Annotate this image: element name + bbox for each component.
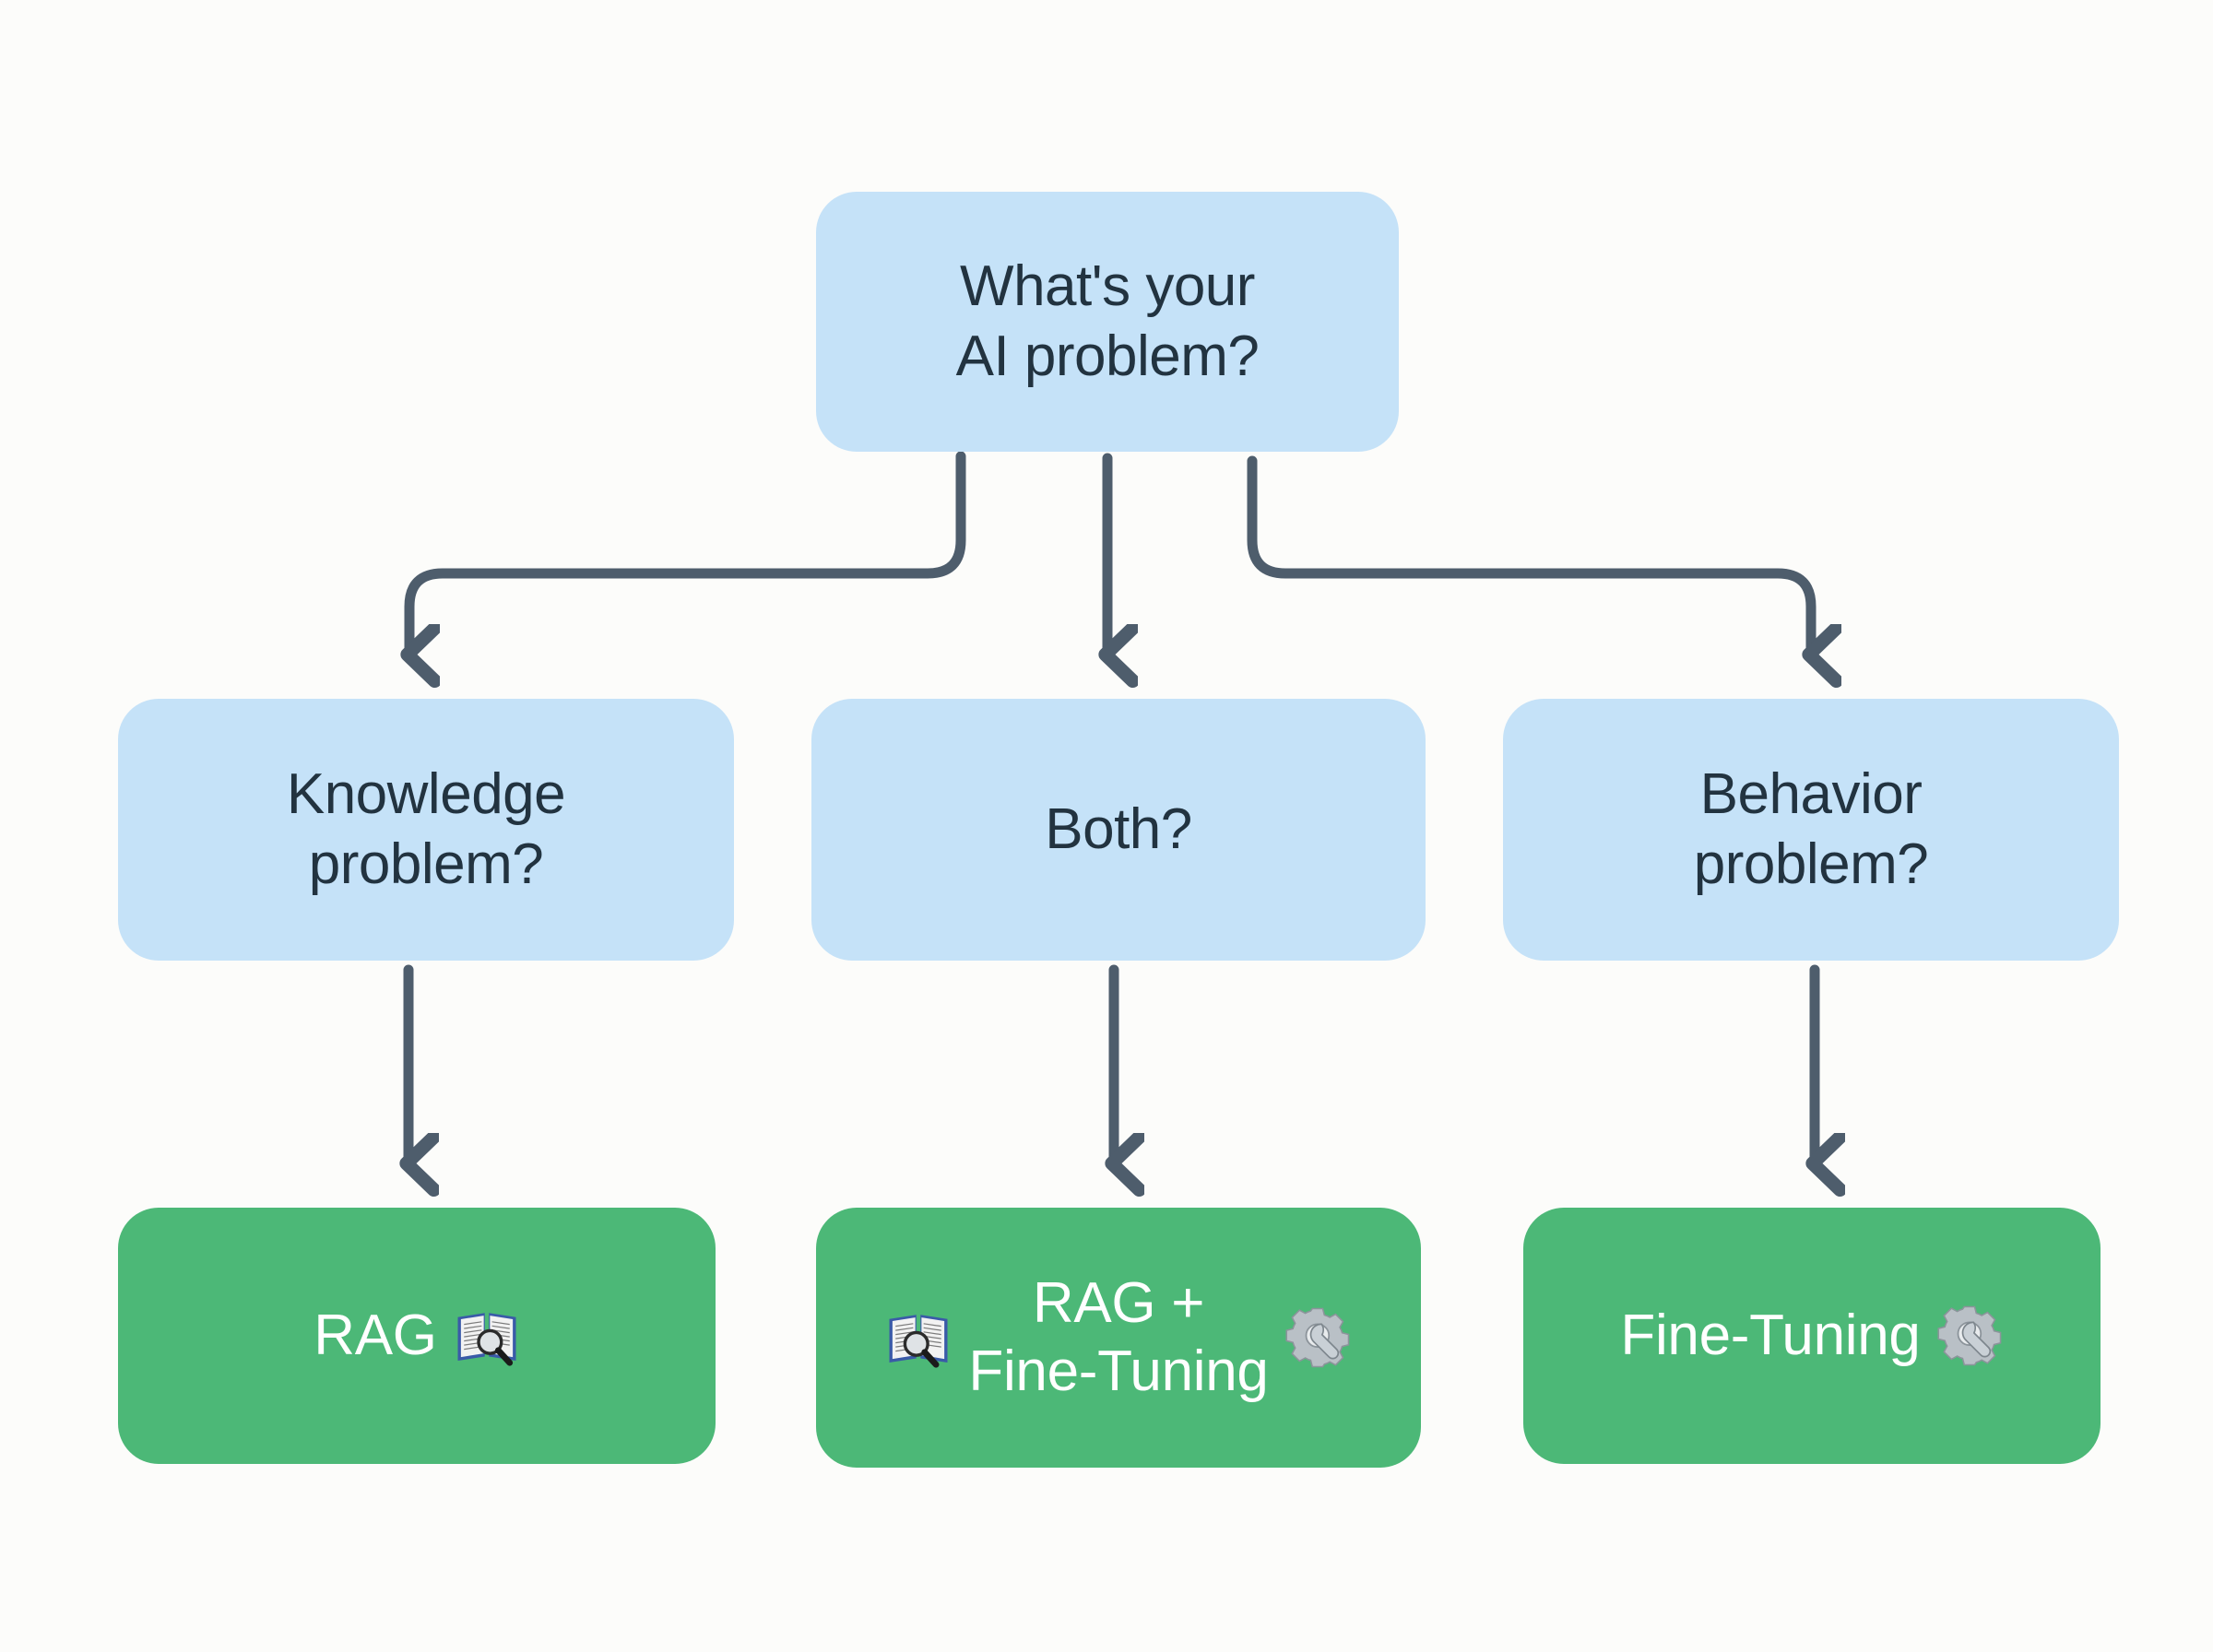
node-knowledge-label: Knowledge problem? (286, 762, 566, 896)
edge-root-to-knowledge (409, 451, 966, 655)
node-behavior-label: Behavior problem? (1693, 762, 1929, 896)
node-result-rag-finetuning[interactable]: RAG + Fine-Tuning (816, 1208, 1421, 1468)
node-root-label: What's your AI problem? (955, 254, 1260, 388)
node-rag-finetuning-label: RAG + Fine-Tuning (968, 1270, 1269, 1403)
node-rag-label: RAG (314, 1304, 437, 1368)
node-result-finetuning[interactable]: Fine-Tuning (1523, 1208, 2101, 1464)
gear-wrench-icon (1937, 1303, 2004, 1369)
node-result-rag[interactable]: RAG (118, 1208, 716, 1464)
node-root-question[interactable]: What's your AI problem? (816, 192, 1399, 452)
node-behavior-problem[interactable]: Behavior problem? (1503, 699, 2119, 961)
book-magnifier-icon (454, 1303, 520, 1369)
node-both-label: Both? (1045, 797, 1192, 862)
book-magnifier-icon (885, 1304, 952, 1371)
edge-root-to-behavior (1247, 455, 1811, 655)
node-finetuning-label: Fine-Tuning (1620, 1304, 1921, 1368)
gear-wrench-icon (1285, 1304, 1352, 1371)
node-both[interactable]: Both? (811, 699, 1426, 961)
node-knowledge-problem[interactable]: Knowledge problem? (118, 699, 734, 961)
